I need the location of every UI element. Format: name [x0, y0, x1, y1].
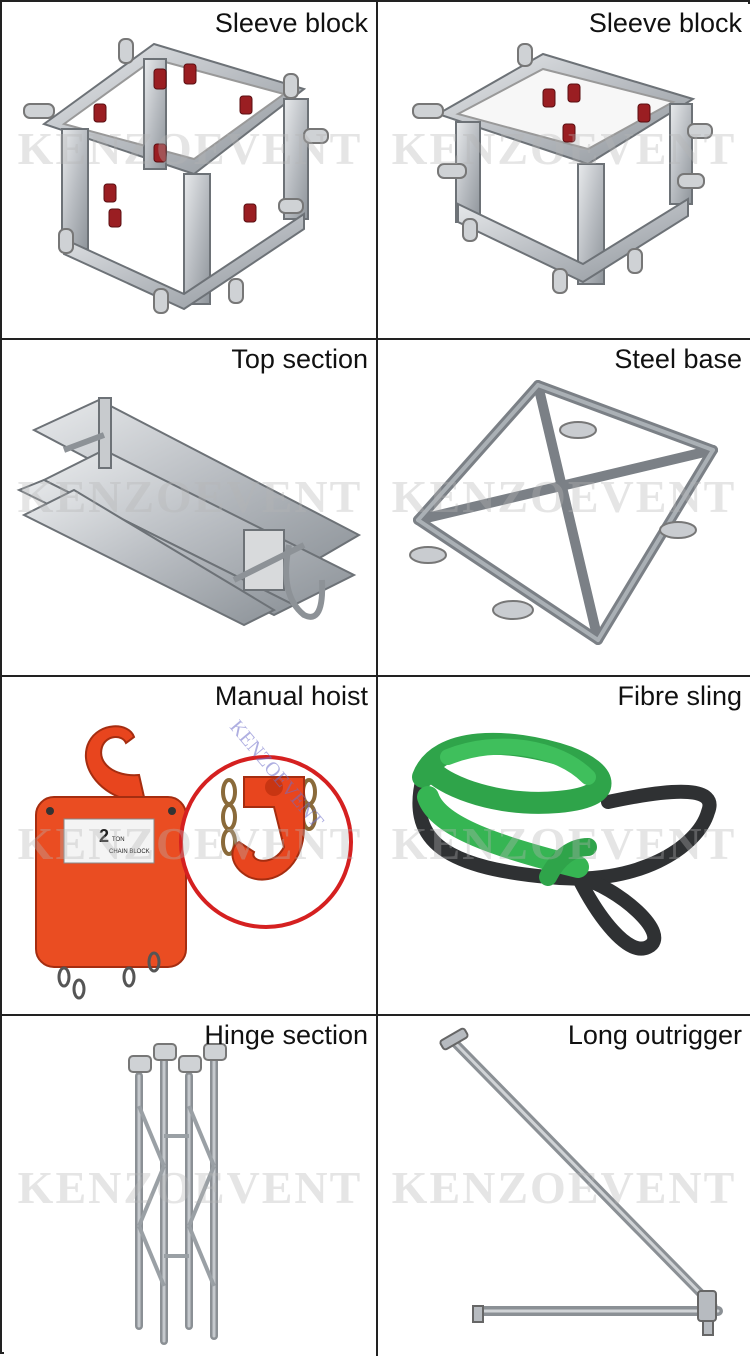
sleeve-block-image [23, 38, 329, 314]
product-label: Manual hoist [214, 681, 368, 711]
product-label: Long outrigger [567, 1020, 742, 1050]
product-card-top-section: KENZOEVENT Top section [4, 340, 376, 675]
hoist-unit: TON [112, 837, 125, 843]
product-label: Steel base [614, 344, 742, 374]
top-section-image [16, 397, 362, 627]
product-card-sleeve-block-2: KENZOEVENT Sleeve block [378, 4, 750, 338]
long-outrigger-image [439, 1027, 723, 1336]
row-divider [2, 675, 750, 677]
column-divider [376, 2, 378, 1356]
fibre-sling-image [412, 732, 717, 956]
hinge-section-image [128, 1043, 227, 1345]
product-card-manual-hoist: 2 TON CHAIN BLOCK KENZOEVENT KENZOEVENT … [4, 677, 376, 1014]
product-card-sleeve-block-1: KENZOEVENT Sleeve block [4, 4, 376, 338]
product-card-long-outrigger: KENZOEVENT Long outrigger [378, 1016, 750, 1354]
product-label: Top section [231, 344, 368, 374]
row-divider [2, 338, 750, 340]
product-card-steel-base: KENZOEVENT Steel base [378, 340, 750, 675]
steel-base-image [409, 380, 718, 645]
hoist-capacity: 2 [99, 826, 109, 846]
product-label: Hinge section [204, 1020, 368, 1050]
product-label: Sleeve block [214, 8, 368, 38]
product-card-hinge-section: KENZOEVENT Hinge section [4, 1016, 376, 1354]
product-label: Fibre sling [617, 681, 742, 711]
hoist-name: CHAIN BLOCK [109, 849, 150, 855]
sleeve-block-image [412, 43, 713, 294]
product-card-fibre-sling: KENZOEVENT Fibre sling [378, 677, 750, 1014]
row-divider [2, 1014, 750, 1016]
manual-hoist-image: 2 TON CHAIN BLOCK KENZOEVENT [35, 716, 353, 1000]
product-label: Sleeve block [588, 8, 742, 38]
